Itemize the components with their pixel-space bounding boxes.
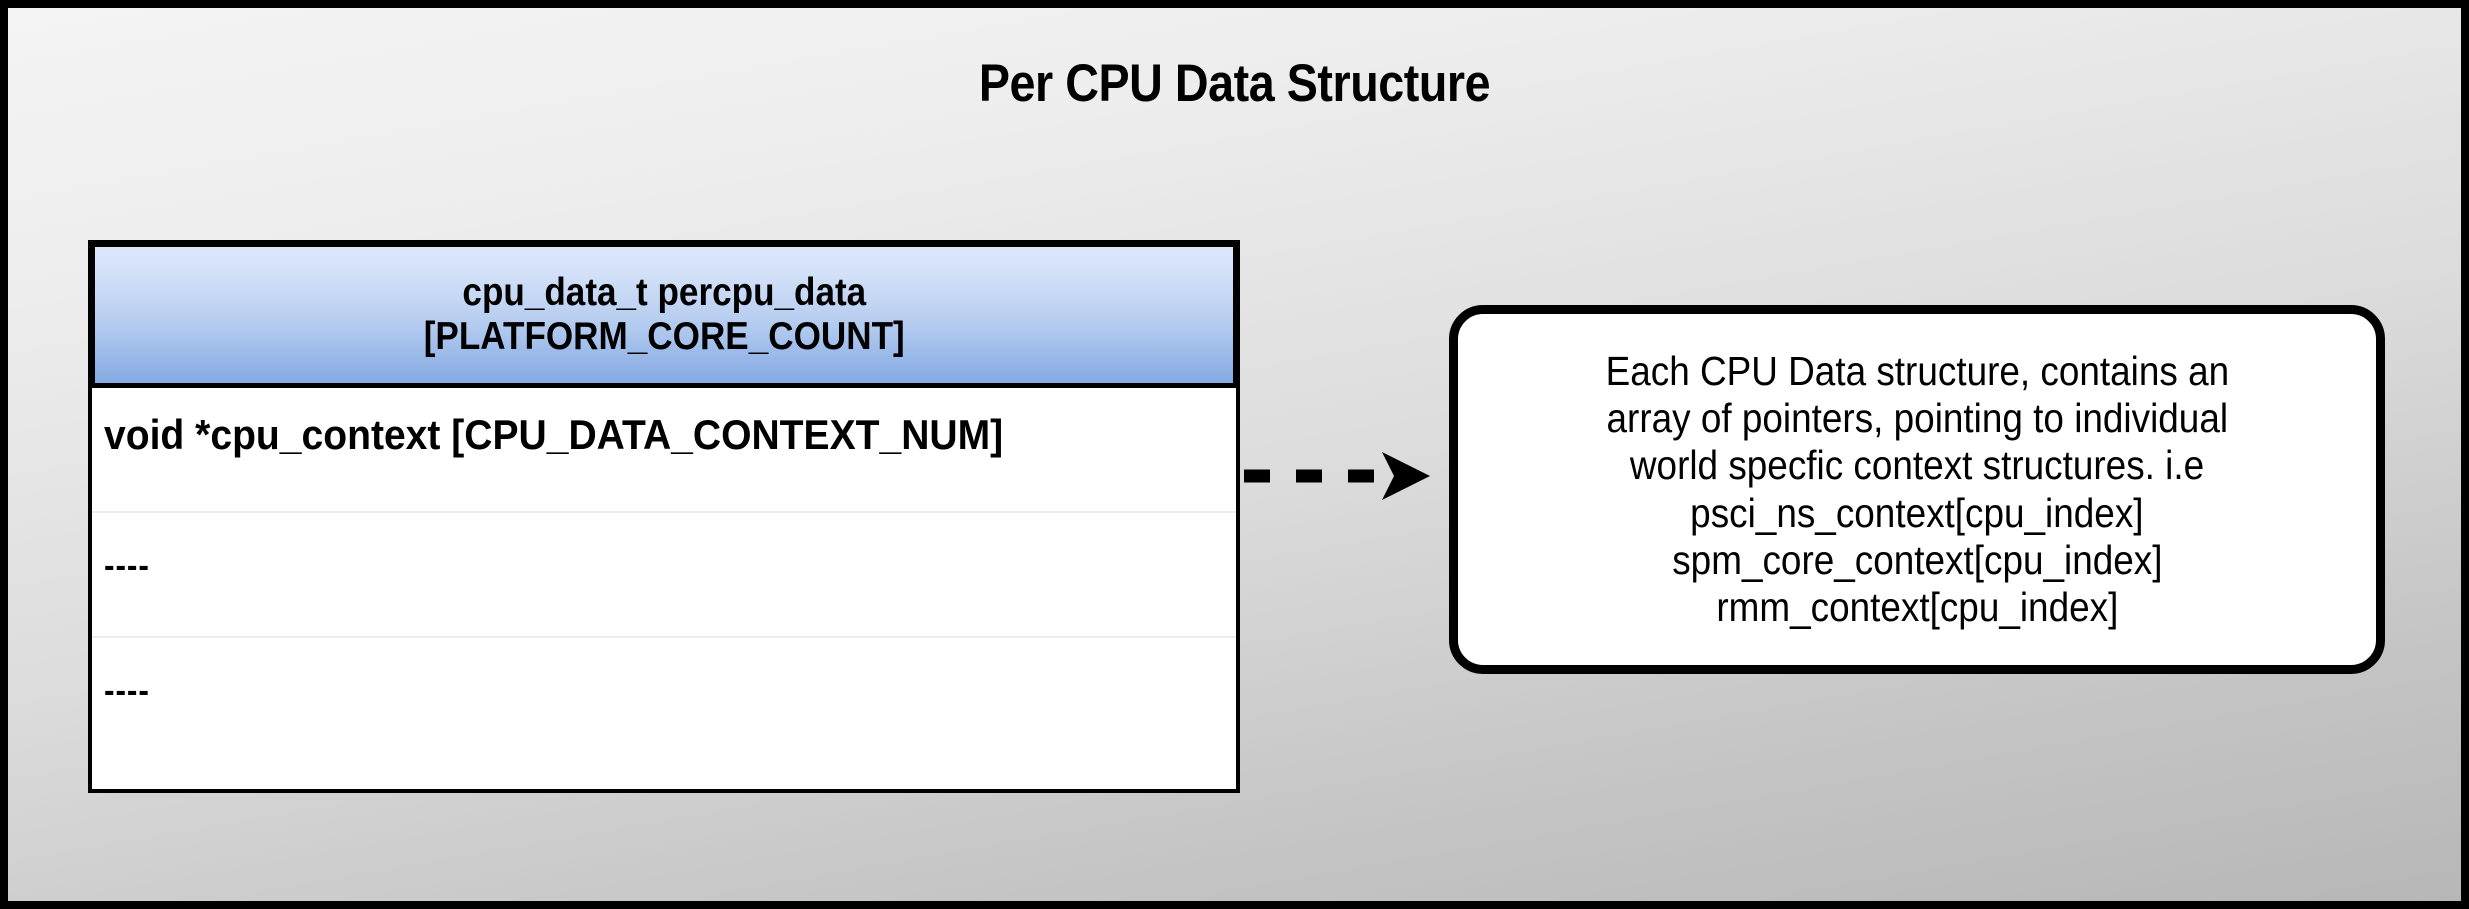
struct-header-line-1: cpu_data_t percpu_data bbox=[462, 271, 866, 315]
struct-field-placeholder-1: ---- bbox=[104, 547, 150, 585]
note-callout-box: Each CPU Data structure, contains an arr… bbox=[1449, 305, 2385, 674]
table-row: ---- bbox=[92, 513, 1236, 638]
struct-field-cpu-context: void *cpu_context [CPU_DATA_CONTEXT_NUM] bbox=[104, 411, 1004, 458]
struct-field-placeholder-2: ---- bbox=[104, 672, 150, 710]
note-line: array of pointers, pointing to individua… bbox=[1606, 395, 2228, 442]
struct-table: cpu_data_t percpu_data [PLATFORM_CORE_CO… bbox=[88, 240, 1240, 793]
note-line: rmm_context[cpu_index] bbox=[1716, 583, 2118, 630]
note-line: Each CPU Data structure, contains an bbox=[1605, 348, 2229, 395]
page-title: Per CPU Data Structure bbox=[978, 54, 1491, 113]
dashed-arrow-connector bbox=[1240, 448, 1440, 508]
struct-table-body: void *cpu_context [CPU_DATA_CONTEXT_NUM]… bbox=[88, 388, 1240, 793]
note-line: psci_ns_context[cpu_index] bbox=[1690, 489, 2144, 536]
arrow-icon bbox=[1244, 452, 1430, 500]
note-line: world specfic context structures. i.e bbox=[1629, 442, 2205, 489]
note-line: spm_core_context[cpu_index] bbox=[1671, 536, 2163, 583]
struct-header-line-2: [PLATFORM_CORE_COUNT] bbox=[423, 315, 905, 358]
struct-table-header: cpu_data_t percpu_data [PLATFORM_CORE_CO… bbox=[88, 240, 1240, 390]
table-row: ---- bbox=[92, 638, 1236, 785]
table-row: void *cpu_context [CPU_DATA_CONTEXT_NUM] bbox=[92, 388, 1236, 513]
